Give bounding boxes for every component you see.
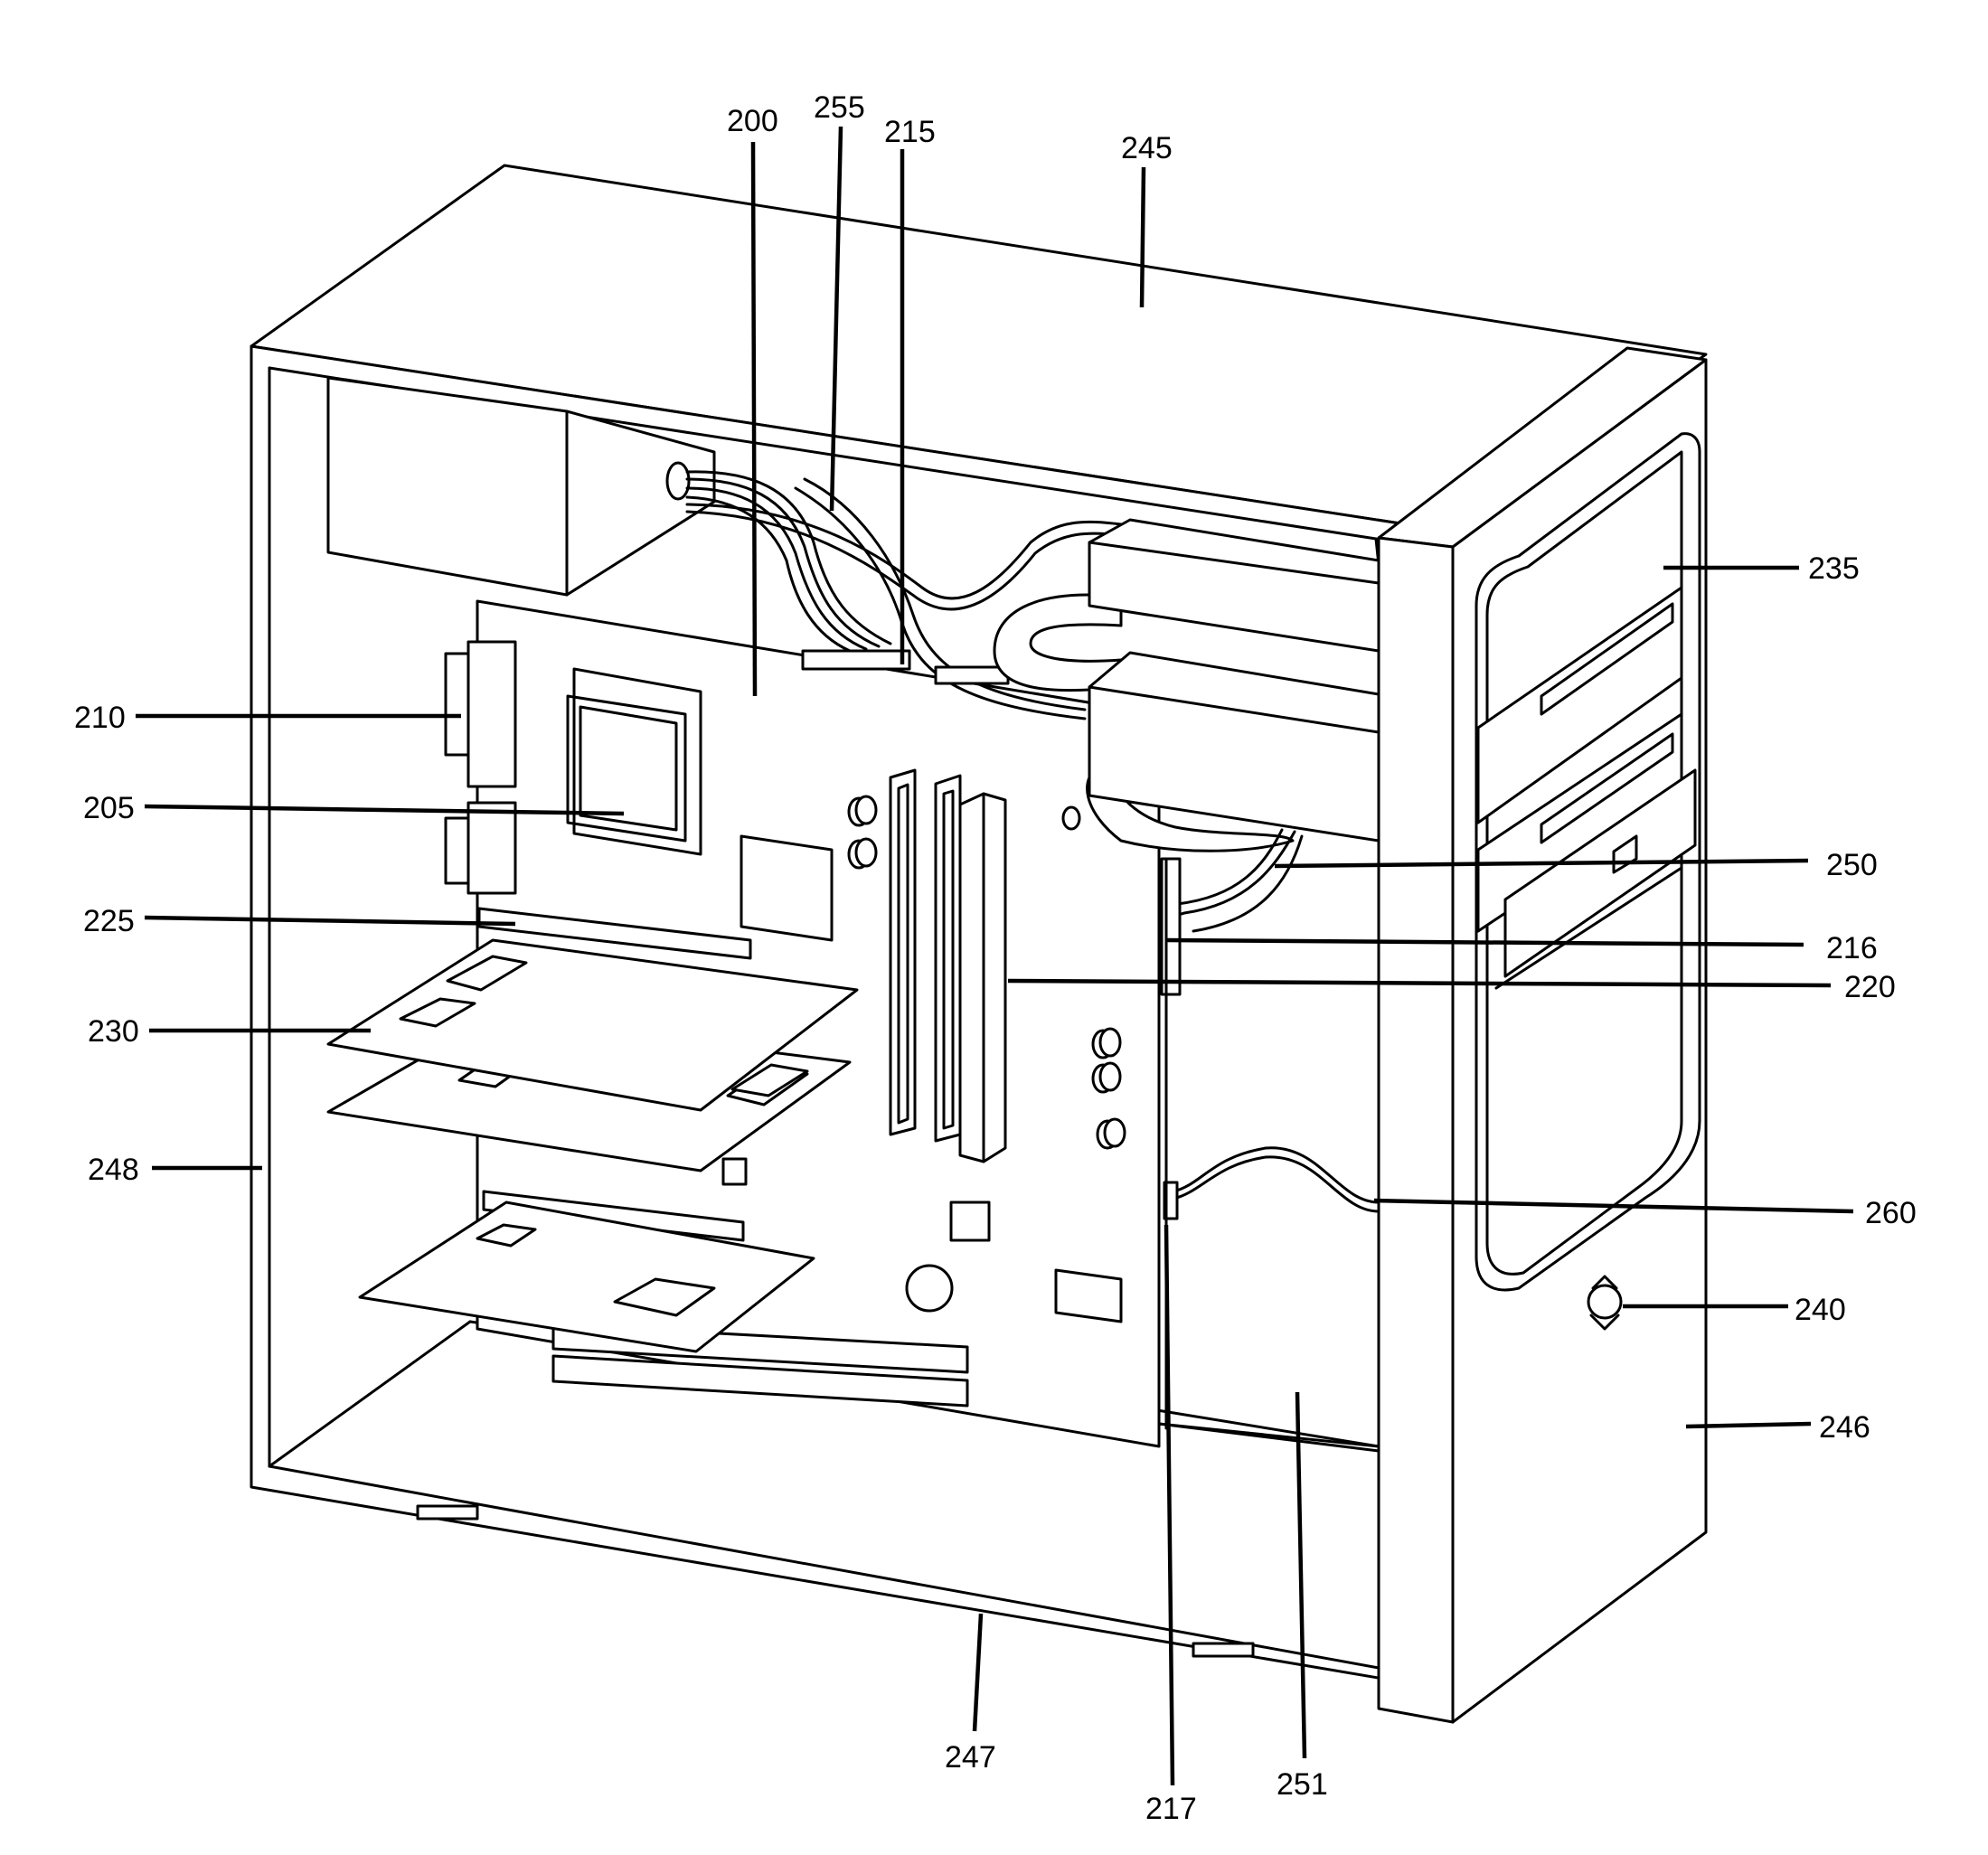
chip (949, 1201, 991, 1242)
expansion-slot (551, 1354, 969, 1408)
leader-200 (750, 141, 758, 697)
label-240: 240 (1795, 1293, 1846, 1327)
label-251: 251 (1277, 1767, 1328, 1802)
leader-247 (972, 1613, 984, 1732)
label-210: 210 (74, 701, 126, 735)
drive-bay-slot (1540, 602, 1674, 716)
label-220: 220 (1844, 970, 1896, 1004)
label-216: 216 (1826, 931, 1878, 965)
expansion-cards (326, 938, 859, 1353)
leader-255 (829, 126, 843, 512)
leader-lines (136, 126, 1854, 1786)
label-200: 200 (727, 104, 778, 138)
reference-labels: 200 255 215 245 235 210 205 225 230 248 … (74, 90, 1917, 1826)
label-230: 230 (88, 1014, 139, 1049)
leader-217 (1164, 1224, 1175, 1786)
label-260: 260 (1865, 1196, 1917, 1230)
leader-260 (1373, 1198, 1854, 1214)
leader-220 (1007, 978, 1832, 988)
io-connector (466, 640, 517, 788)
io-connector (466, 801, 517, 895)
battery (905, 1264, 954, 1313)
connector (1160, 857, 1182, 996)
front-bezel (1377, 346, 1708, 1724)
label-255: 255 (814, 90, 865, 125)
leader-251 (1295, 1391, 1307, 1759)
bottom-panel (268, 1320, 472, 1468)
leader-245 (1139, 166, 1146, 308)
memory-slot (889, 768, 917, 1136)
label-246: 246 (1819, 1410, 1870, 1445)
label-205: 205 (83, 791, 135, 825)
cable-connector (665, 461, 691, 501)
label-217: 217 (1145, 1792, 1197, 1826)
power-connector (801, 649, 911, 671)
foot (1192, 1642, 1255, 1658)
expansion-slot (477, 907, 752, 960)
label-225: 225 (83, 904, 135, 938)
label-248: 248 (88, 1153, 139, 1187)
power-supply (326, 376, 716, 597)
power-button (1587, 1284, 1623, 1320)
expansion-card (358, 1201, 815, 1353)
leader-250 (1274, 858, 1809, 869)
leader-216 (1165, 937, 1804, 947)
label-245: 245 (1121, 131, 1173, 165)
cpu (572, 667, 702, 856)
chip (1054, 1268, 1123, 1323)
label-235: 235 (1808, 551, 1860, 586)
label-250: 250 (1826, 848, 1878, 882)
memory-slot (934, 774, 962, 1143)
leader-246 (1685, 1421, 1812, 1429)
foot (416, 1504, 479, 1521)
label-215: 215 (884, 115, 936, 149)
leader-205 (144, 804, 625, 816)
label-247: 247 (945, 1740, 996, 1775)
leader-225 (144, 915, 516, 927)
chipset (740, 834, 834, 942)
